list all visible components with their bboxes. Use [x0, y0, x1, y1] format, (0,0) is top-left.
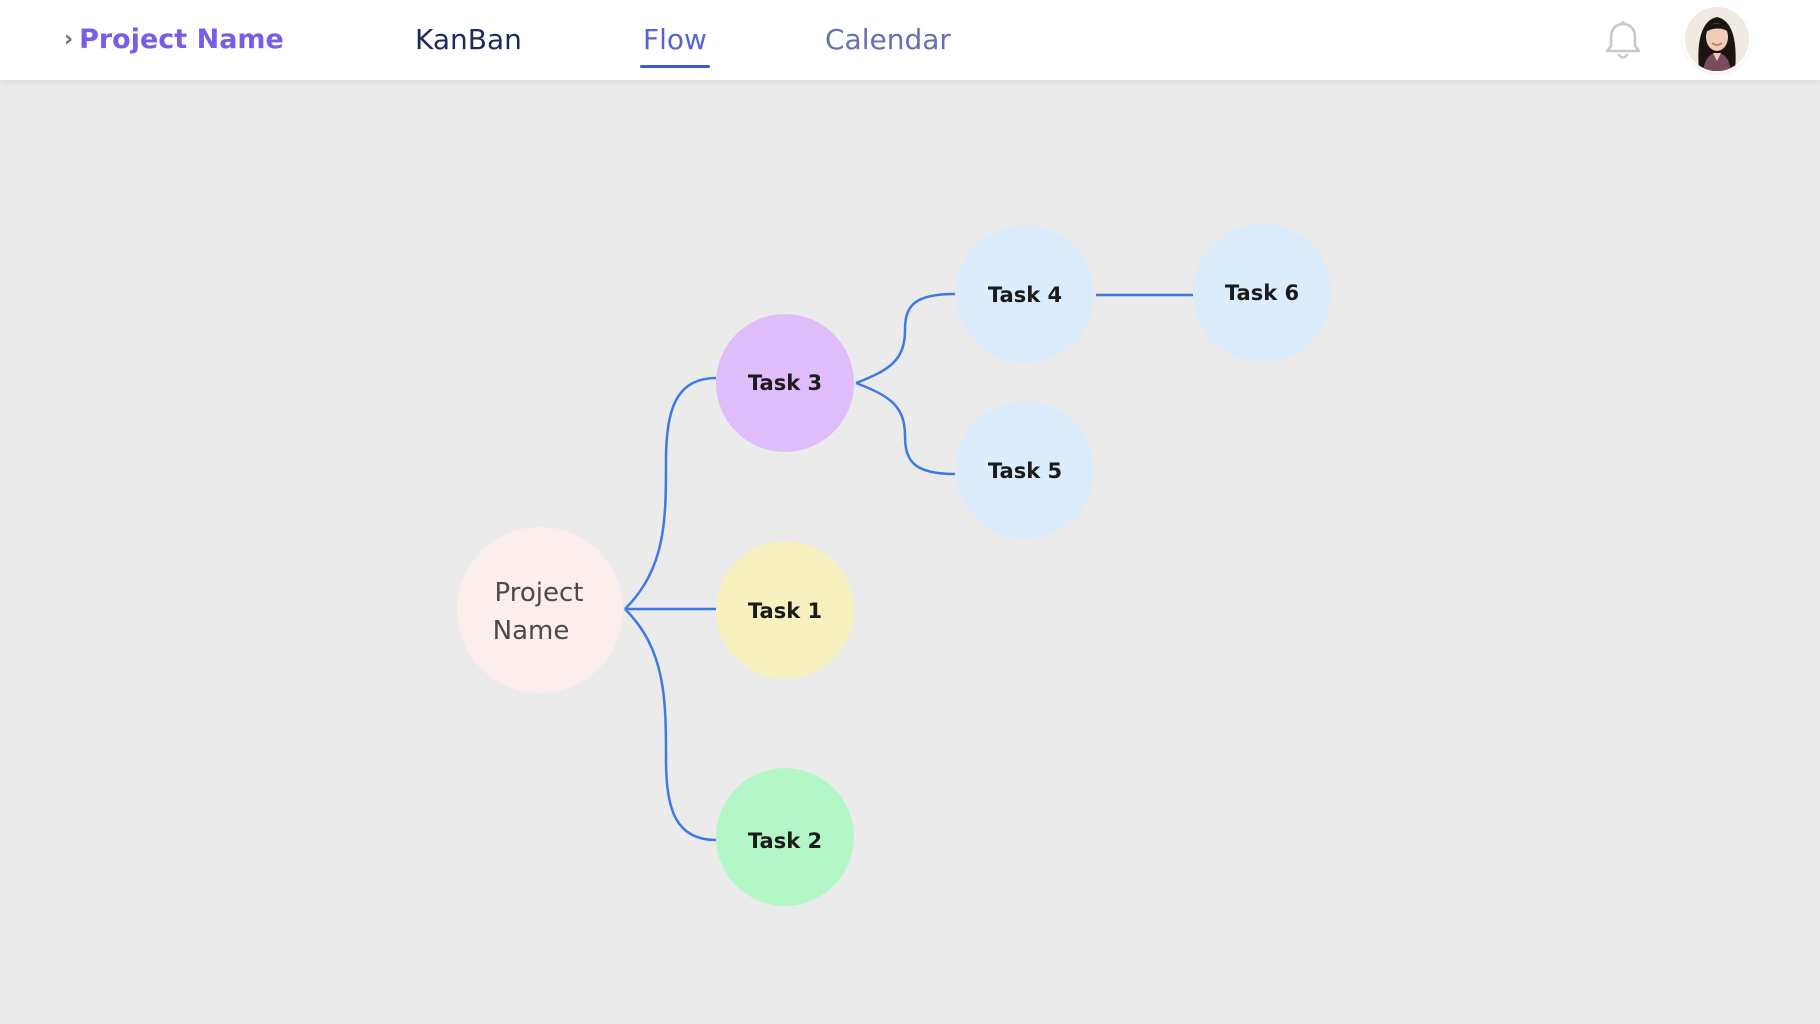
avatar-portrait-icon — [1685, 7, 1749, 71]
node-task-2[interactable]: Task 2 — [716, 768, 854, 906]
chevron-right-icon: › — [64, 26, 74, 52]
task-6-label: Task 6 — [1225, 281, 1299, 305]
task-2-label: Task 2 — [748, 829, 822, 853]
root-label-line2: Name — [493, 616, 570, 646]
task-5-label: Task 5 — [988, 459, 1062, 483]
tab-kanban[interactable]: KanBan — [415, 23, 522, 56]
edges — [624, 292, 1193, 842]
avatar[interactable] — [1685, 7, 1749, 71]
tab-flow-label: Flow — [643, 23, 707, 56]
root-label-line1: Project — [495, 578, 584, 608]
top-navigation-bar: › Project Name KanBan Flow Calendar — [0, 0, 1820, 80]
task-1-label: Task 1 — [748, 599, 822, 623]
node-task-6[interactable]: Task 6 — [1193, 224, 1331, 362]
node-task-4[interactable]: Task 4 — [956, 225, 1094, 363]
node-project-root[interactable]: Project Name — [457, 527, 623, 693]
project-title[interactable]: Project Name — [79, 24, 284, 55]
active-tab-indicator — [640, 65, 710, 68]
edge-task3-task4 — [855, 292, 956, 385]
task-4-label: Task 4 — [988, 283, 1062, 307]
tab-flow[interactable]: Flow — [640, 23, 710, 68]
bell-icon[interactable] — [1600, 18, 1646, 64]
edge-task3-task5 — [855, 381, 956, 476]
task-3-label: Task 3 — [748, 371, 822, 395]
node-task-3[interactable]: Task 3 — [716, 314, 854, 452]
breadcrumb[interactable]: › Project Name — [64, 24, 284, 55]
flow-diagram: Project Name Task 3 Task 1 Task 2 Task 4… — [457, 224, 1331, 906]
edge-project-task3 — [624, 376, 717, 610]
tab-calendar[interactable]: Calendar — [825, 23, 951, 56]
edge-project-task2 — [624, 608, 717, 842]
node-task-1[interactable]: Task 1 — [716, 541, 854, 679]
node-task-5[interactable]: Task 5 — [956, 401, 1094, 539]
